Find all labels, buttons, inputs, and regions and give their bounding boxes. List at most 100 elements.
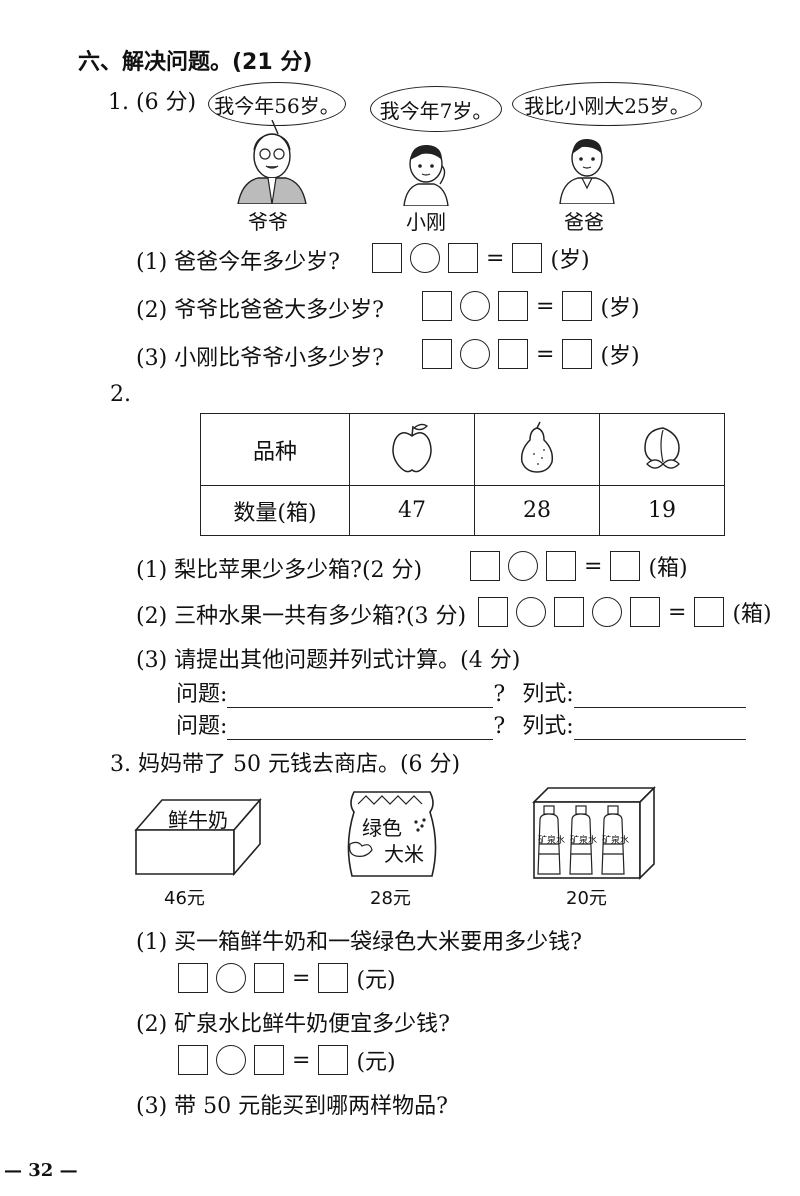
q2-number: 2. (110, 382, 131, 407)
q1-part1-prompt: (1) 爸爸今年多少岁? (136, 250, 340, 275)
answer-box[interactable] (254, 963, 284, 993)
q3-number: 3. 妈妈带了 50 元钱去商店。(6 分) (110, 752, 461, 777)
q2-part1-equation: = (箱) (470, 550, 688, 582)
qty-peach: 19 (599, 485, 725, 536)
operator-circle[interactable] (216, 963, 246, 993)
question-answer-line[interactable] (227, 687, 494, 708)
formula-label: 列式: (522, 682, 574, 707)
operator-circle[interactable] (592, 597, 622, 627)
operator-circle[interactable] (460, 339, 490, 369)
water-case-icon (532, 786, 656, 880)
answer-box[interactable] (498, 291, 528, 321)
speech-text-xiaogang: 我今年7岁。 (379, 98, 493, 123)
grandpa-figure-icon (237, 120, 307, 204)
result-box[interactable] (512, 243, 543, 273)
q2-part1-prompt: (1) 梨比苹果少多少箱?(2 分) (136, 558, 423, 583)
speech-text-dad: 我比小刚大25岁。 (524, 93, 690, 118)
equals-sign: = (292, 965, 311, 991)
equals-sign: = (292, 1047, 311, 1073)
operator-circle[interactable] (508, 551, 538, 581)
q3-part3-prompt: (3) 带 50 元能买到哪两样物品? (136, 1094, 448, 1119)
qty-apple: 47 (349, 485, 475, 536)
speech-bubble-grandpa: 我今年56岁。 (208, 82, 346, 126)
answer-box[interactable] (478, 597, 508, 627)
equals-sign: = (536, 341, 555, 367)
q1-part3-prompt: (3) 小刚比爷爷小多少岁? (136, 346, 384, 371)
q3-part2-equation: = (元) (178, 1044, 396, 1076)
formula-answer-line[interactable] (573, 687, 746, 708)
result-box[interactable] (318, 1045, 349, 1075)
answer-box[interactable] (498, 339, 528, 369)
rice-label-bottom: 大米 (384, 842, 424, 866)
unit-label: (岁) (600, 296, 640, 321)
operator-circle[interactable] (460, 291, 490, 321)
unit-label: (岁) (600, 344, 640, 369)
q3-part1-prompt: (1) 买一箱鲜牛奶和一袋绿色大米要用多少钱? (136, 930, 582, 955)
milk-label: 鲜牛奶 (168, 808, 228, 832)
result-box[interactable] (610, 551, 641, 581)
answer-box[interactable] (470, 551, 500, 581)
operator-circle[interactable] (216, 1045, 246, 1075)
table-cell (349, 413, 475, 486)
equals-sign: = (584, 553, 603, 579)
unit-label: (箱) (648, 556, 688, 581)
result-box[interactable] (562, 291, 593, 321)
speech-bubble-xiaogang: 我今年7岁。 (370, 86, 502, 132)
dad-figure-icon (559, 138, 615, 204)
operator-circle[interactable] (410, 243, 440, 273)
page-number: — 32 — (4, 1160, 78, 1181)
answer-box[interactable] (422, 291, 452, 321)
result-box[interactable] (318, 963, 349, 993)
question-answer-line[interactable] (227, 719, 494, 740)
answer-box[interactable] (554, 597, 584, 627)
peach-icon (644, 426, 680, 469)
equals-sign: = (536, 293, 555, 319)
operator-circle[interactable] (516, 597, 546, 627)
rice-label-top: 绿色 (362, 816, 402, 840)
answer-box[interactable] (178, 1045, 208, 1075)
speech-bubble-dad: 我比小刚大25岁。 (512, 82, 702, 126)
question-label: 问题: (176, 714, 228, 739)
answer-box[interactable] (372, 243, 402, 273)
rice-bag-icon (347, 791, 437, 877)
q1-part2-equation: = (岁) (422, 290, 640, 322)
formula-answer-line[interactable] (573, 719, 746, 740)
name-grandpa: 爷爷 (248, 210, 288, 234)
milk-price: 46元 (164, 888, 205, 909)
unit-label: (元) (356, 1050, 396, 1075)
table-row: 品种 (200, 413, 725, 486)
answer-box[interactable] (630, 597, 660, 627)
q1-part3-equation: = (岁) (422, 338, 640, 370)
name-xiaogang: 小刚 (406, 210, 446, 234)
table-header-kind: 品种 (200, 413, 350, 486)
answer-box[interactable] (448, 243, 478, 273)
fruit-table: 品种 数量(箱) 47 28 1 (200, 413, 725, 536)
q3-part2-prompt: (2) 矿泉水比鲜牛奶便宜多少钱? (136, 1012, 450, 1037)
qty-pear: 28 (474, 485, 600, 536)
answer-box[interactable] (254, 1045, 284, 1075)
result-box[interactable] (562, 339, 593, 369)
result-box[interactable] (694, 597, 725, 627)
answer-box[interactable] (422, 339, 452, 369)
pear-icon (520, 421, 554, 473)
xiaogang-figure-icon (403, 144, 449, 206)
equals-sign: = (486, 245, 505, 271)
water-bottle-label: 矿泉水 (570, 836, 598, 846)
q2-part2-prompt: (2) 三种水果一共有多少箱?(3 分) (136, 604, 467, 629)
water-bottle-label: 矿泉水 (538, 836, 566, 846)
unit-label: (岁) (550, 248, 590, 273)
milk-box-icon (134, 797, 262, 877)
speech-text-grandpa: 我今年56岁。 (214, 93, 340, 118)
question-row-2: 问题:? 列式: (176, 708, 746, 740)
table-header-qty: 数量(箱) (200, 485, 350, 536)
answer-box[interactable] (178, 963, 208, 993)
section-title: 六、解决问题。(21 分) (78, 50, 313, 75)
table-row: 数量(箱) 47 28 19 (200, 485, 725, 536)
table-cell (474, 413, 600, 486)
question-mark: ? (493, 682, 506, 707)
q1-part1-equation: = (岁) (372, 242, 590, 274)
q1-number: 1. (6 分) (108, 90, 197, 115)
answer-box[interactable] (546, 551, 576, 581)
unit-label: (箱) (732, 602, 772, 627)
formula-label: 列式: (522, 714, 574, 739)
